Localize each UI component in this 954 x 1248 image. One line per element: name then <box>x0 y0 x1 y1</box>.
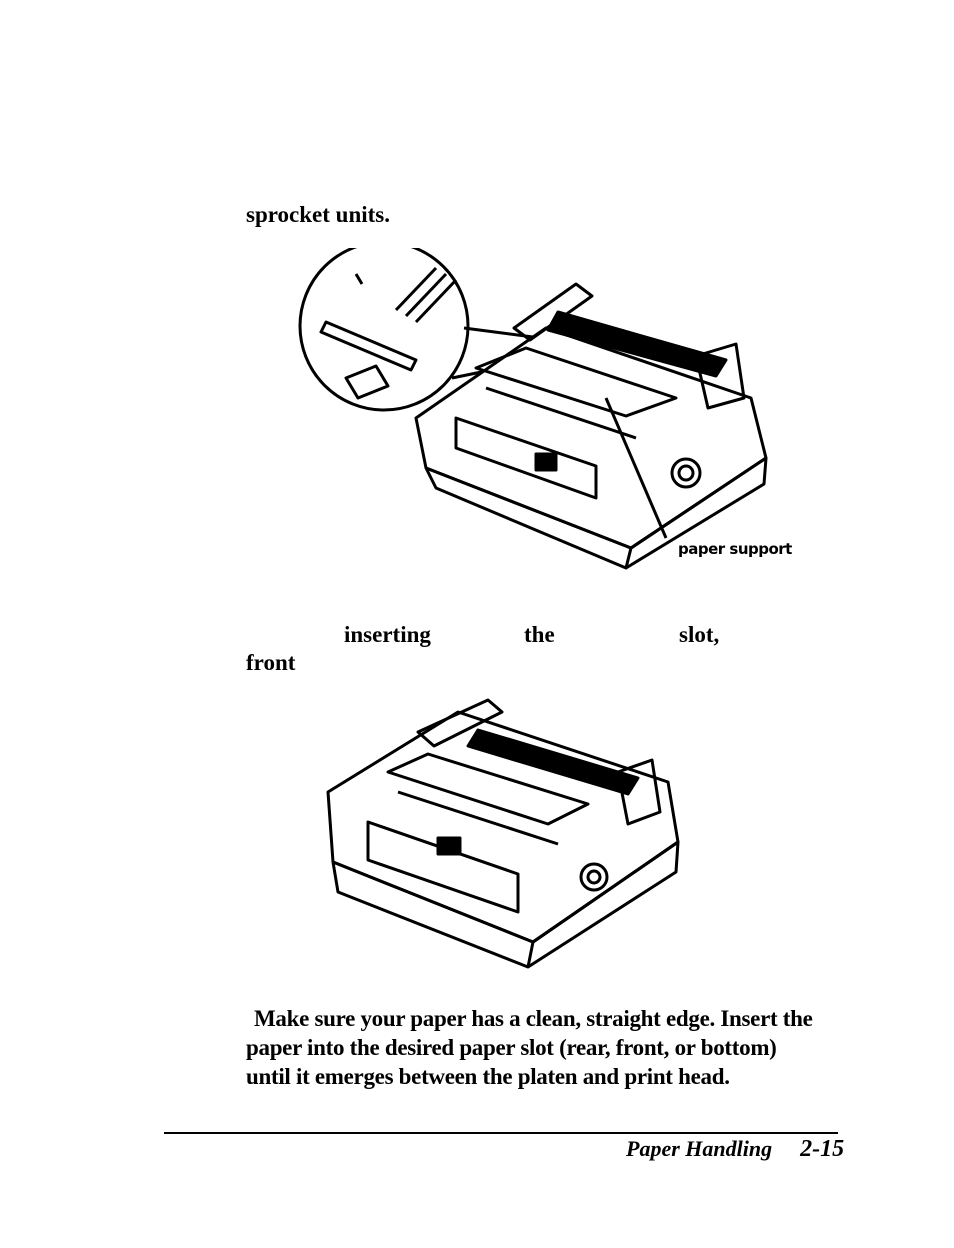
footer-rule <box>164 1132 838 1134</box>
printer-illustration <box>326 698 680 969</box>
fragment-word: inserting <box>344 622 431 647</box>
paragraph-line: Make sure your paper has a clean, straig… <box>254 1006 813 1031</box>
instruction-paragraph: Make sure your paper has a clean, straig… <box>246 1004 846 1091</box>
page-footer: Paper Handling 2-15 <box>626 1136 844 1163</box>
printer-illustration-paper-support <box>298 248 768 570</box>
fragment-word: front <box>246 650 296 675</box>
fragment-word: slot, <box>679 622 720 647</box>
paragraph-line: until it emerges between the platen and … <box>246 1064 730 1089</box>
fragment-word: the <box>524 622 555 647</box>
page-number: 2-15 <box>800 1136 845 1162</box>
paragraph-line: paper into the desired paper slot (rear,… <box>246 1035 777 1060</box>
footer-section-title: Paper Handling <box>626 1136 773 1161</box>
paper-support-callout: paper support <box>678 540 792 558</box>
body-text-fragment: sprocket units. <box>246 202 390 227</box>
